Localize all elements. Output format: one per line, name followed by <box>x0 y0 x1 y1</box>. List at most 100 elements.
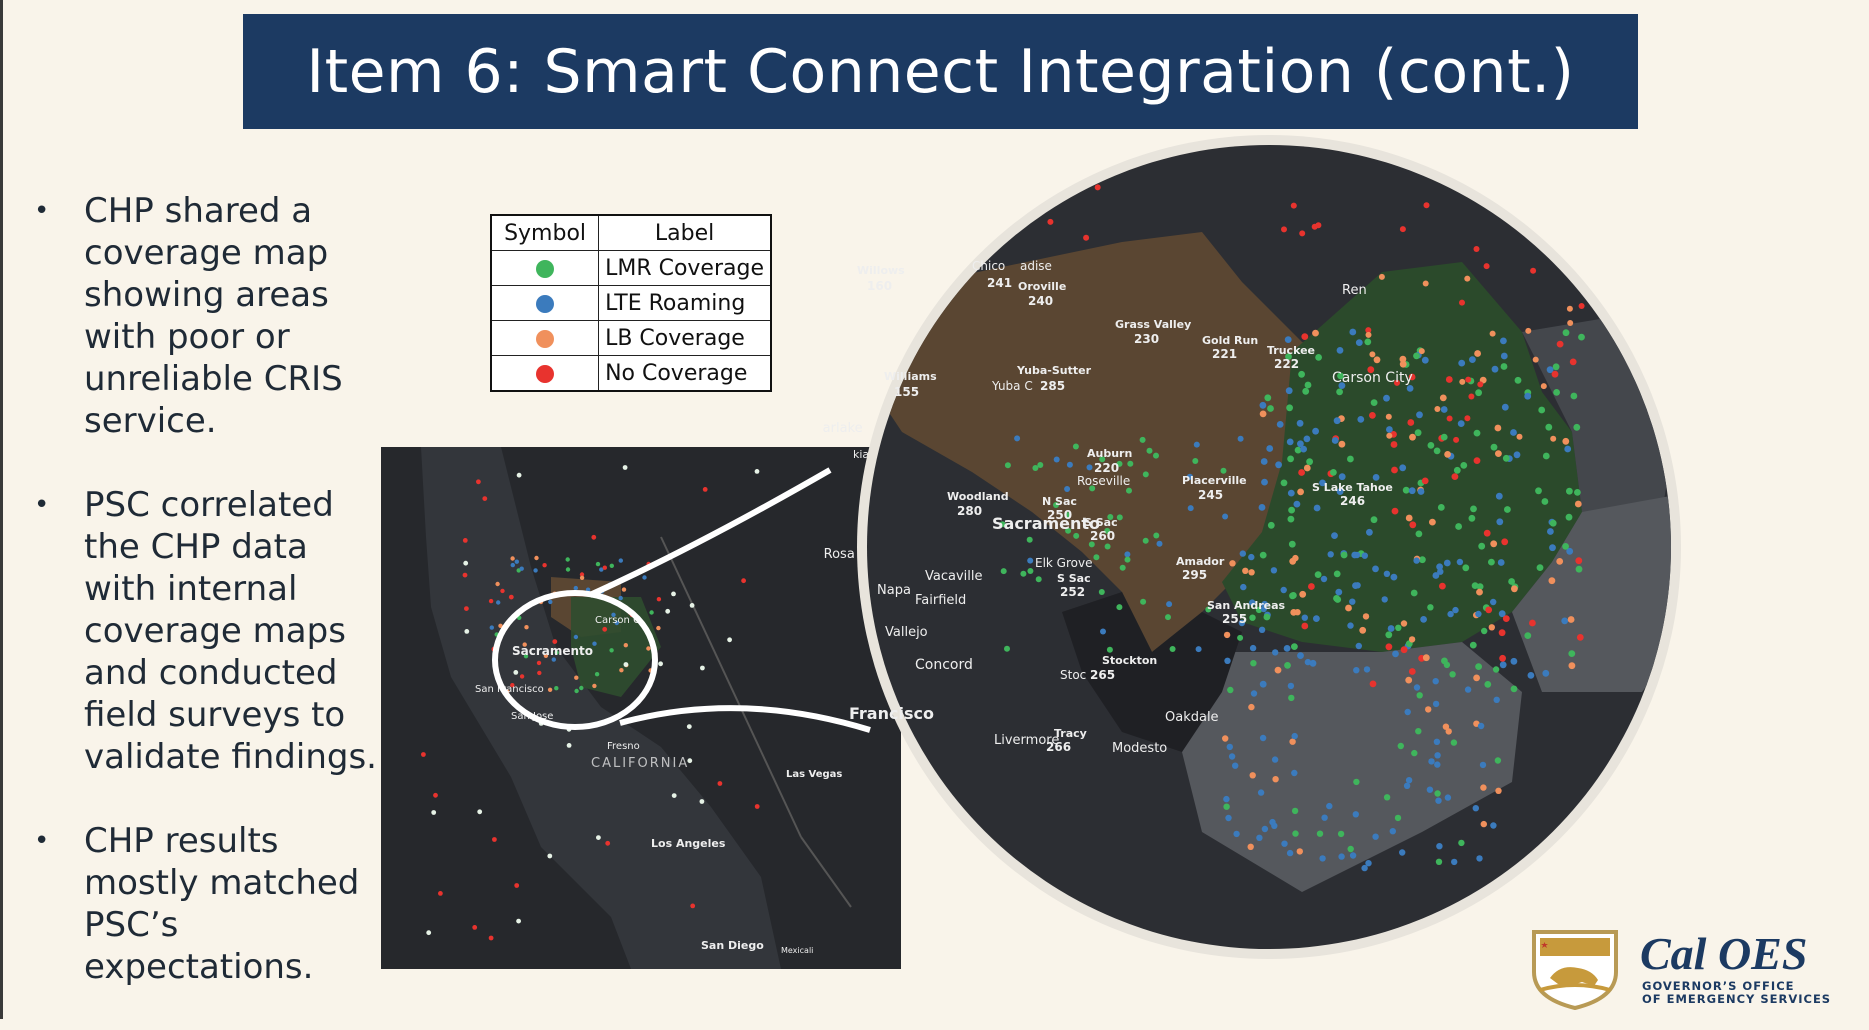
area-code-n-sac: 250 <box>1047 508 1072 522</box>
place-truckee: Truckee <box>1267 344 1315 357</box>
slide-title: Item 6: Smart Connect Integration (cont.… <box>306 36 1575 107</box>
coverage-legend: Symbol Label LMR Coverage LTE Roaming LB… <box>490 214 772 392</box>
map-label-california: CALIFORNIA <box>591 756 689 771</box>
place-paradise: adise <box>1020 259 1052 273</box>
cal-oes-logo: Cal OES GOVERNOR’S OFFICE OF EMERGENCY S… <box>1530 928 1855 1013</box>
place-s-sac-north: S Sac <box>1084 516 1118 529</box>
place-san-andreas: San Andreas <box>1207 599 1286 612</box>
place-grass-valley: Grass Valley <box>1115 318 1191 331</box>
bullet-text: CHP results mostly matched PSC’s expecta… <box>84 821 360 987</box>
area-code-truckee: 222 <box>1274 357 1299 371</box>
legend-label: LB Coverage <box>598 320 772 356</box>
bullet-item: • CHP shared a coverage map showing areas… <box>34 190 384 442</box>
map-label-san-francisco: San Francisco <box>475 684 544 695</box>
area-code-grass-valley: 230 <box>1134 332 1159 346</box>
place-amador: Amador <box>1176 555 1225 568</box>
place-placerville: Placerville <box>1182 474 1247 487</box>
map-label-mexicali: Mexicali <box>781 946 813 955</box>
area-code-amador: 295 <box>1182 568 1207 582</box>
place-elk-grove: Elk Grove <box>1035 556 1092 570</box>
place-yuba-city: Yuba C <box>991 379 1033 393</box>
legend-dot-lte-icon <box>536 294 555 313</box>
cal-oes-shield-icon <box>1532 930 1618 1011</box>
area-code-san-andreas: 255 <box>1222 612 1247 626</box>
logo-wordmark: Cal OES <box>1640 928 1808 979</box>
area-code-yuba-sutter: 285 <box>1040 379 1065 393</box>
bullet-item: •PSC correlated the CHP data with intern… <box>34 484 384 778</box>
place-willows: Willows <box>857 264 905 277</box>
place-s-sac: S Sac <box>1057 572 1091 585</box>
map-label-sacramento: Sacramento <box>512 644 593 658</box>
place-gold-run: Gold Run <box>1202 334 1258 347</box>
area-code-s-sac: 252 <box>1060 585 1085 599</box>
area-code-oroville: 240 <box>1028 294 1053 308</box>
place-vallejo: Vallejo <box>885 625 928 640</box>
bullet-glyph: • <box>34 826 50 856</box>
bullet-glyph: • <box>34 196 50 226</box>
area-code-gold-run: 221 <box>1212 347 1237 361</box>
place-sacramento: Sacramento <box>992 514 1100 533</box>
map-label-los-angeles: Los Angeles <box>651 837 726 850</box>
place-stockton-short: Stoc <box>1060 668 1086 682</box>
place-fairfield: Fairfield <box>915 593 966 608</box>
place-oakdale: Oakdale <box>1165 710 1219 725</box>
legend-dot-lmr-icon <box>536 259 555 278</box>
logo-subtitle-line2: OF EMERGENCY SERVICES <box>1642 992 1832 1006</box>
place-williams: Williams <box>884 370 937 383</box>
place-santa-rosa: Santa Rosa <box>822 547 855 562</box>
place-livermore: Livermore <box>994 733 1059 748</box>
bullet-item: • CHP results mostly matched PSC’s expect… <box>34 820 384 988</box>
area-code-chico: 241 <box>987 276 1012 290</box>
legend-header-row: Symbol Label <box>490 214 772 251</box>
place-carson-city: Carson City <box>1332 370 1413 386</box>
place-napa: Napa <box>877 583 911 598</box>
slide-title-bar: Item 6: Smart Connect Integration (cont.… <box>243 14 1638 129</box>
place-s-lake-tahoe: S Lake Tahoe <box>1312 481 1393 494</box>
place-reno: Ren <box>1342 283 1367 298</box>
map-label-las-vegas: Las Vegas <box>786 769 842 780</box>
area-code-stockton: 265 <box>1090 668 1115 682</box>
place-oroville: Oroville <box>1018 280 1066 293</box>
place-san-francisco: Francisco <box>849 704 934 723</box>
place-chico: Chico <box>972 259 1005 273</box>
legend-row: LB Coverage <box>490 320 772 356</box>
slide-edge <box>0 0 3 1019</box>
legend-row: No Coverage <box>490 355 772 392</box>
place-clearlake: Clearlake <box>822 421 863 436</box>
logo-subtitle-line1: GOVERNOR’S OFFICE <box>1642 979 1795 993</box>
place-vacaville: Vacaville <box>925 569 983 584</box>
legend-dot-lb-icon <box>536 329 555 348</box>
place-auburn: Auburn <box>1087 447 1132 460</box>
legend-header-symbol: Symbol <box>490 214 600 251</box>
map-label-san-diego: San Diego <box>701 939 764 952</box>
area-code-s-sac-north: 260 <box>1090 529 1115 543</box>
place-modesto: Modesto <box>1112 741 1167 756</box>
area-code-auburn: 220 <box>1094 461 1119 475</box>
area-code-williams: 155 <box>894 385 919 399</box>
bullet-list: • CHP shared a coverage map showing areas… <box>34 190 384 1030</box>
legend-label: LMR Coverage <box>598 250 772 286</box>
place-tracy: Tracy <box>1054 727 1087 740</box>
place-stockton: Stockton <box>1102 654 1157 667</box>
bullet-text: CHP shared a coverage map showing areas … <box>84 191 343 441</box>
map-label-fresno: Fresno <box>607 741 640 752</box>
legend-label: LTE Roaming <box>598 285 772 321</box>
logo-subtitle: GOVERNOR’S OFFICE OF EMERGENCY SERVICES <box>1642 980 1862 1006</box>
legend-label: No Coverage <box>598 355 772 392</box>
place-woodland: Woodland <box>947 490 1009 503</box>
place-yuba-sutter: Yuba-Sutter <box>1016 364 1092 377</box>
legend-row: LMR Coverage <box>490 250 772 286</box>
place-roseville: Roseville <box>1077 474 1130 488</box>
regional-coverage-map: Chico adise 241 Willows 160 Oroville 240… <box>782 132 1717 962</box>
legend-row: LTE Roaming <box>490 285 772 321</box>
area-code-woodland: 280 <box>957 504 982 518</box>
bullet-glyph: • <box>34 490 50 520</box>
place-n-sac: N Sac <box>1042 495 1077 508</box>
area-code-placerville: 245 <box>1198 488 1223 502</box>
area-code-tracy: 266 <box>1046 740 1071 754</box>
map-label-san-jose: San Jose <box>511 711 553 722</box>
place-concord: Concord <box>915 657 973 673</box>
legend-dot-none-icon <box>536 364 555 383</box>
area-code-willows: 160 <box>867 279 892 293</box>
